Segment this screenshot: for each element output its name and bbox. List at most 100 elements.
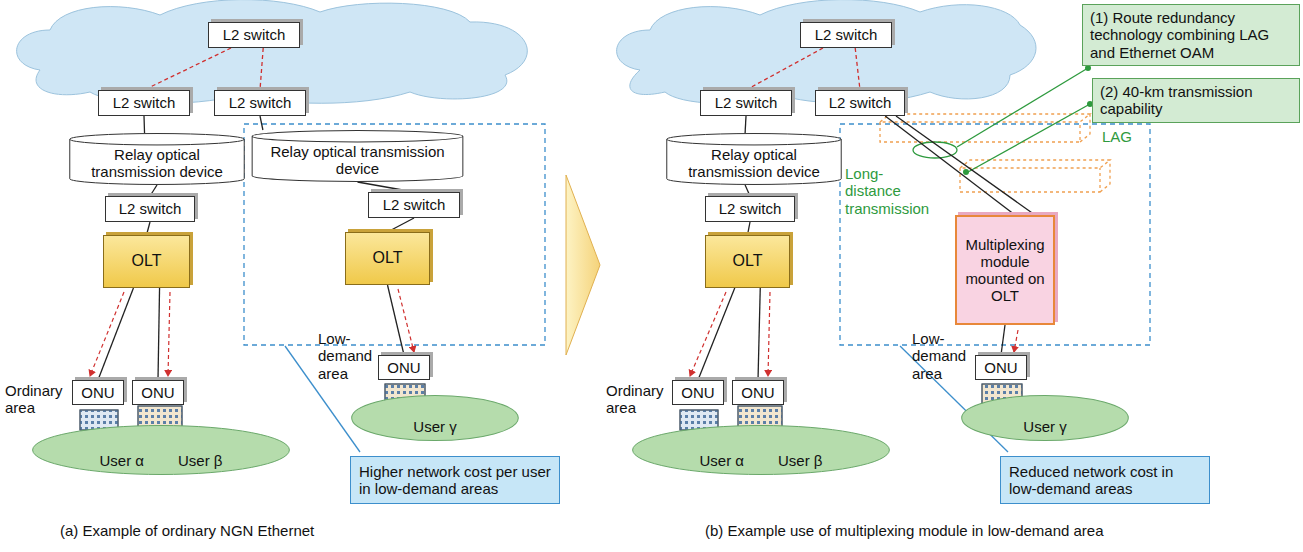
node-text: User γ — [413, 418, 456, 435]
area-ellipse — [33, 426, 290, 475]
connector — [746, 48, 823, 90]
user-area: User γ — [960, 395, 1130, 441]
connector — [388, 285, 405, 355]
node-text: ONU — [141, 384, 174, 401]
switch-box: L2 switch — [700, 90, 792, 116]
connector — [1001, 325, 1005, 355]
leader-line — [913, 68, 1090, 172]
signal-arrow — [168, 292, 170, 376]
feature-callout: (2) 40-km transmission capability — [1092, 78, 1300, 123]
node-text: ONU — [741, 384, 774, 401]
connector — [98, 288, 133, 380]
olt-box: OLT — [345, 232, 430, 285]
onu-box: ONU — [132, 380, 184, 405]
connector — [758, 288, 760, 380]
feature-callout: (1) Route redundancy technology combinin… — [1082, 4, 1300, 66]
node-text: L2 switch — [113, 94, 176, 111]
note-box: Reduced network cost in low-demand areas — [1000, 456, 1210, 504]
leader-dot — [963, 65, 1093, 175]
connector — [855, 48, 860, 90]
node-text: Multiplexing module mounted on OLT — [961, 236, 1049, 305]
area-ellipse — [630, 425, 892, 475]
area-ellipse — [352, 395, 519, 440]
node-text: ONU — [81, 384, 114, 401]
node-text: L2 switch — [383, 196, 446, 213]
user-area: User α User β — [630, 425, 892, 475]
switch-box: L2 switch — [800, 22, 892, 48]
connector — [748, 222, 751, 235]
switch-box: L2 switch — [105, 196, 195, 222]
switch-box: L2 switch — [98, 90, 190, 116]
node-text: (2) 40-km transmission capability — [1100, 83, 1292, 118]
figure-caption: (b) Example use of multiplexing module i… — [705, 522, 1225, 539]
building — [80, 384, 1022, 430]
switch-box: L2 switch — [214, 90, 306, 116]
signal-arrow — [90, 289, 1018, 376]
area-ellipse — [633, 426, 890, 475]
connector — [144, 48, 231, 90]
relay-cylinder: Relay optical transmission device — [68, 133, 246, 185]
signal-arrow — [690, 292, 726, 376]
onu-box: ONU — [672, 380, 724, 405]
node-text: User β — [778, 452, 822, 469]
connector — [358, 182, 415, 192]
node-text: OLT — [132, 252, 162, 270]
onu-box: ONU — [732, 380, 784, 405]
area-label: Ordinary area — [606, 382, 672, 417]
cylinder-outline — [667, 134, 841, 185]
node-text: L2 switch — [829, 94, 892, 111]
node-text: L2 switch — [815, 26, 878, 43]
node-text: User α — [700, 452, 745, 469]
multiplexing-module: Multiplexing module mounted on OLT — [955, 215, 1055, 325]
onu-box: ONU — [975, 355, 1027, 380]
signal-arrow — [90, 292, 124, 376]
node-text: Reduced network cost in low-demand areas — [1009, 463, 1201, 498]
node-text: OLT — [373, 249, 403, 267]
relay-cylinder: Relay optical transmission device — [250, 130, 465, 182]
node-text: ONU — [681, 384, 714, 401]
link-label: LAG — [1102, 128, 1142, 145]
leader-dot — [1085, 65, 1091, 71]
onu-box: ONU — [378, 355, 430, 380]
note-box: Higher network cost per user in low-dema… — [350, 456, 560, 504]
connector — [143, 116, 145, 133]
removed-device-outline — [960, 160, 1110, 192]
onu-box: ONU — [72, 380, 124, 405]
leader-line — [285, 346, 1008, 452]
user-area: User αUser β — [30, 425, 292, 475]
node-text: Relay optical transmission device — [671, 146, 837, 181]
relay-cylinder: Relay optical transmission device — [665, 133, 843, 185]
node-text: L2 switch — [715, 94, 778, 111]
connector — [698, 288, 735, 380]
cylinder-outline — [252, 131, 463, 182]
cylinder-outline — [70, 134, 244, 185]
removed-device-outline — [880, 114, 1090, 142]
signal-arrow — [768, 292, 770, 376]
connector — [150, 185, 157, 196]
connector — [260, 48, 263, 90]
user-area: User γ — [350, 395, 520, 441]
area-ellipse — [962, 395, 1129, 440]
signal-arrow — [1014, 330, 1018, 352]
area-label: Low-demand area — [318, 330, 376, 382]
switch-box: L2 switch — [815, 90, 905, 116]
removed-device-outline — [880, 114, 1110, 192]
link-label: Long-distance transmission — [845, 165, 937, 217]
olt-box: OLT — [103, 235, 190, 288]
cloud — [617, 0, 1036, 103]
switch-box: L2 switch — [368, 192, 460, 218]
leader-dot — [963, 169, 969, 175]
area-label: Ordinary area — [5, 382, 71, 417]
node-text: L2 switch — [719, 200, 782, 217]
connector — [147, 222, 151, 235]
connector — [158, 288, 160, 380]
connector — [388, 218, 415, 232]
cloud — [17, 0, 1036, 103]
node-text: User γ — [1023, 418, 1066, 435]
connector — [744, 116, 746, 133]
transition-arrow — [566, 175, 600, 355]
figure-caption: (a) Example of ordinary NGN Ethernet — [60, 522, 480, 539]
node-text: User α — [100, 452, 145, 469]
node-text: OLT — [733, 252, 763, 270]
